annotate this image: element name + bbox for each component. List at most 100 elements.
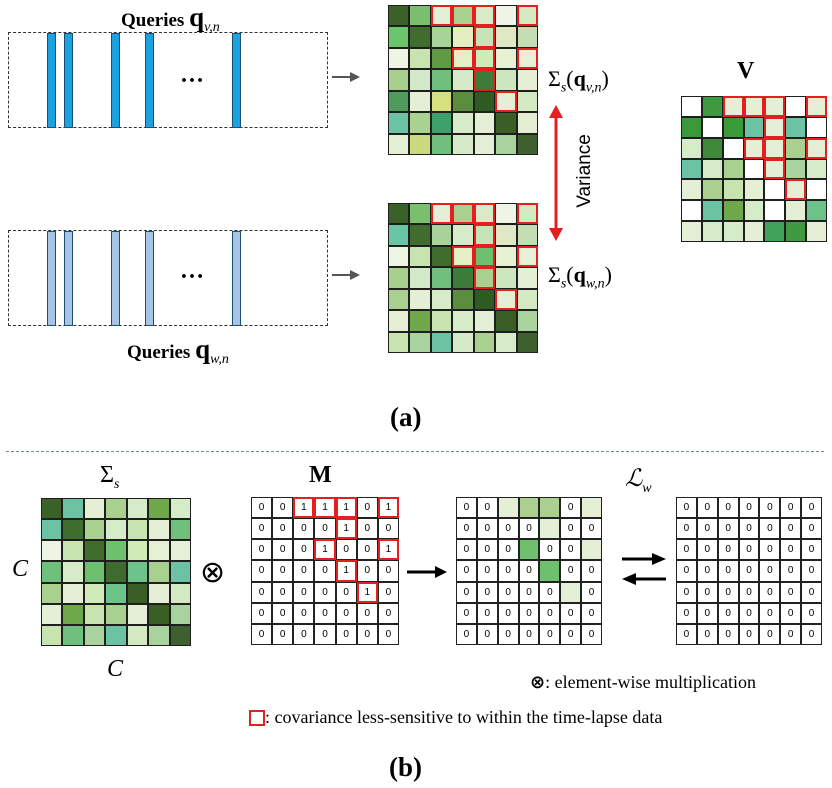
matrix-cell bbox=[806, 96, 827, 117]
matrix-cell bbox=[516, 47, 538, 70]
matrix-cell: 0 bbox=[560, 518, 582, 540]
matrix-cell bbox=[785, 200, 807, 222]
matrix-cell: 0 bbox=[497, 560, 519, 582]
matrix-cell: 1 bbox=[314, 497, 336, 519]
bottom-queries-dots: … bbox=[180, 258, 205, 284]
matrix-cell bbox=[126, 624, 149, 646]
matrix-cell bbox=[388, 47, 410, 70]
top-queries-label: Queries qv,n bbox=[121, 2, 220, 36]
matrix-cell bbox=[388, 245, 410, 268]
matrix-cell bbox=[495, 69, 517, 91]
matrix-cell bbox=[105, 582, 127, 604]
matrix-cell bbox=[105, 603, 127, 625]
matrix-cell bbox=[41, 624, 63, 646]
matrix-cell: 0 bbox=[518, 623, 540, 645]
matrix-cell bbox=[388, 288, 410, 311]
top-query-bar bbox=[145, 33, 154, 128]
matrix-cell bbox=[785, 116, 807, 138]
matrix-cell bbox=[41, 519, 63, 541]
matrix-cell: 0 bbox=[456, 581, 477, 603]
matrix-cell bbox=[62, 603, 84, 625]
sigma-subscript: s bbox=[560, 276, 567, 292]
v-matrix-title: V bbox=[737, 58, 755, 84]
matrix-cell: 0 bbox=[314, 560, 336, 582]
c-left-label: C bbox=[12, 556, 29, 582]
sigma-matrix bbox=[41, 498, 191, 646]
matrix-cell bbox=[701, 137, 723, 159]
matrix-cell bbox=[126, 561, 149, 583]
matrix-cell bbox=[516, 310, 538, 332]
matrix-cell bbox=[516, 5, 538, 27]
matrix-cell: 0 bbox=[272, 602, 294, 624]
matrix-cell: 0 bbox=[293, 581, 315, 603]
matrix-cell bbox=[169, 624, 191, 646]
loss-subscript: w bbox=[642, 480, 652, 496]
otimes-icon: ⊗ bbox=[200, 555, 226, 590]
matrix-cell: 0 bbox=[738, 497, 760, 519]
matrix-cell bbox=[539, 560, 561, 582]
matrix-cell bbox=[169, 603, 191, 625]
matrix-cell: 0 bbox=[293, 539, 315, 561]
matrix-cell: 0 bbox=[377, 623, 399, 645]
matrix-cell bbox=[148, 624, 170, 646]
matrix-cell: 0 bbox=[356, 497, 378, 519]
matrix-cell bbox=[430, 112, 453, 134]
bottom-queries-box bbox=[8, 230, 328, 326]
matrix-cell bbox=[169, 561, 191, 583]
variance-double-arrow-icon bbox=[549, 105, 563, 241]
matrix-cell bbox=[497, 497, 519, 519]
matrix-cell bbox=[409, 224, 431, 246]
matrix-cell: 0 bbox=[780, 518, 802, 540]
matrix-cell bbox=[743, 137, 765, 159]
matrix-cell: 0 bbox=[476, 602, 498, 624]
matrix-cell: 0 bbox=[476, 518, 498, 540]
matrix-cell bbox=[764, 158, 786, 180]
matrix-cell: 0 bbox=[272, 623, 294, 645]
matrix-cell bbox=[516, 267, 538, 289]
matrix-cell: 0 bbox=[676, 539, 697, 561]
matrix-cell bbox=[473, 288, 496, 311]
query-subscript: v,n bbox=[585, 80, 602, 96]
matrix-cell: 0 bbox=[676, 623, 697, 645]
queries-subscript: w,n bbox=[210, 351, 229, 367]
legend-otimes: ⊗: element-wise multiplication bbox=[530, 672, 756, 693]
matrix-cell bbox=[452, 69, 474, 91]
matrix-cell bbox=[105, 624, 127, 646]
matrix-cell: 0 bbox=[356, 518, 378, 540]
matrix-cell: 1 bbox=[293, 497, 315, 519]
matrix-cell: 0 bbox=[456, 518, 477, 540]
top-sigma-label: Σs(qv,n) bbox=[548, 66, 609, 96]
matrix-cell bbox=[41, 582, 63, 604]
matrix-cell: 0 bbox=[780, 623, 802, 645]
matrix-cell: 0 bbox=[539, 623, 561, 645]
matrix-cell bbox=[518, 539, 540, 561]
loss-title: ℒw bbox=[625, 464, 652, 497]
matrix-cell bbox=[681, 179, 702, 201]
matrix-cell: 0 bbox=[696, 623, 718, 645]
variance-matrix bbox=[681, 96, 827, 242]
c-bottom-label: C bbox=[107, 656, 124, 682]
matrix-cell bbox=[581, 539, 602, 561]
matrix-cell bbox=[83, 624, 106, 646]
matrix-cell: 0 bbox=[497, 539, 519, 561]
matrix-cell bbox=[518, 497, 540, 519]
matrix-cell: 0 bbox=[377, 560, 399, 582]
matrix-cell: 0 bbox=[456, 560, 477, 582]
matrix-cell bbox=[452, 5, 474, 27]
matrix-cell: 0 bbox=[314, 623, 336, 645]
bottom-covariance-matrix bbox=[388, 203, 538, 353]
matrix-cell: 0 bbox=[497, 602, 519, 624]
matrix-cell bbox=[743, 116, 765, 138]
matrix-cell bbox=[764, 116, 786, 138]
matrix-cell bbox=[495, 47, 517, 70]
m-title: M bbox=[309, 462, 332, 488]
matrix-cell bbox=[785, 137, 807, 159]
matrix-cell bbox=[495, 331, 517, 353]
matrix-cell bbox=[473, 224, 496, 246]
matrix-cell bbox=[495, 310, 517, 332]
matrix-cell: 1 bbox=[356, 581, 378, 603]
matrix-cell bbox=[516, 203, 538, 225]
matrix-cell bbox=[430, 26, 453, 48]
bottom-query-bar bbox=[111, 231, 120, 326]
